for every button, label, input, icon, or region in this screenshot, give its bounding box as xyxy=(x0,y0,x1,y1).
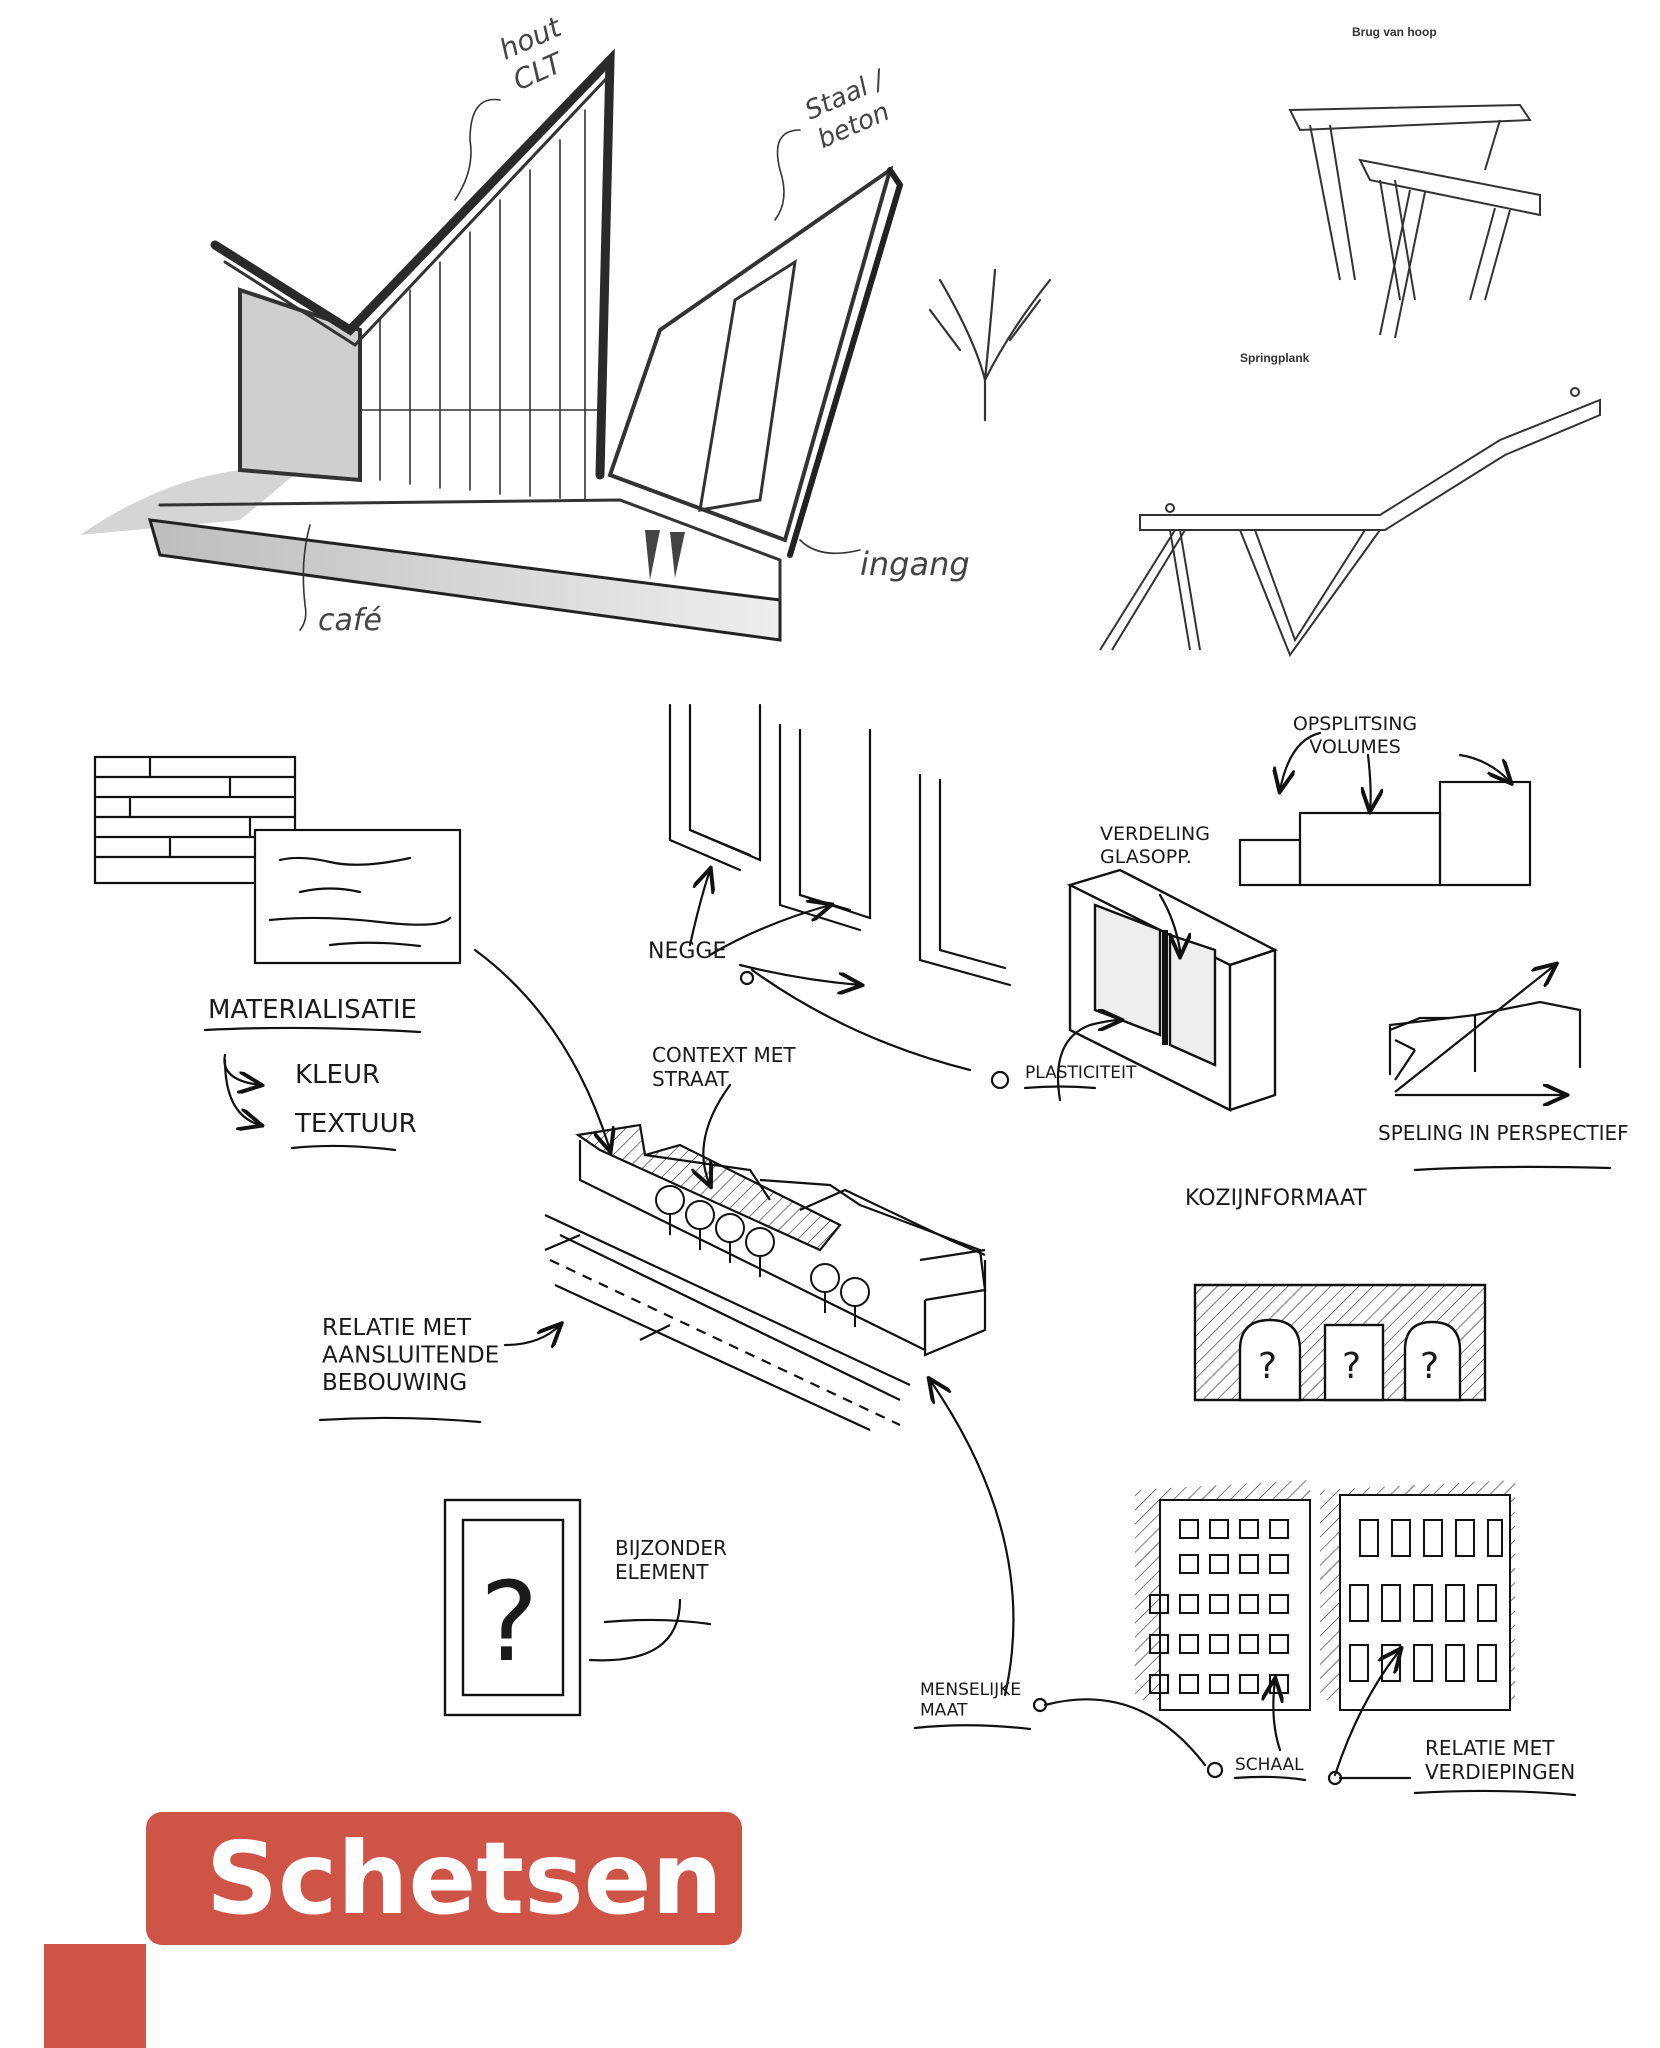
label-kozijnformaat: KOZIJNFORMAAT xyxy=(1185,1186,1367,1211)
svg-text:?: ? xyxy=(1342,1346,1361,1387)
street-context-sketch xyxy=(544,1123,987,1431)
window-sketch xyxy=(1066,868,1279,1112)
bridge-caption-bottom: Springplank xyxy=(1240,351,1310,365)
facade-scale-sketch xyxy=(1135,1480,1515,1711)
label-wood: houtCLT xyxy=(494,10,580,97)
svg-text:?: ? xyxy=(480,1558,538,1686)
bridge-render: Brug van hoop Springplank xyxy=(1099,25,1601,658)
label-schaal: SCHAAL xyxy=(1235,1755,1304,1775)
label-materialisatie: MATERIALISATIE xyxy=(208,995,417,1025)
special-element-sketch: ? xyxy=(443,1498,582,1717)
label-cafe: café xyxy=(318,603,382,638)
label-kleur: KLEUR xyxy=(295,1060,380,1090)
pavilion-labels: houtCLT Staal /beton café ingang xyxy=(318,10,970,638)
bridge-caption-top: Brug van hoop xyxy=(1352,25,1437,39)
label-speling: SPELING IN PERSPECTIEF xyxy=(1378,1121,1629,1145)
volumes-sketch xyxy=(1238,780,1532,887)
label-entrance: ingang xyxy=(860,545,970,583)
kozijn-sketch: ? ? ? xyxy=(1193,1283,1487,1402)
label-textuur: TEXTUUR xyxy=(294,1109,417,1139)
connector-arrows xyxy=(203,731,1612,1797)
perspective-sketch xyxy=(1388,965,1582,1095)
svg-text:?: ? xyxy=(1258,1346,1277,1387)
material-sketch xyxy=(93,755,462,965)
label-steel: Staal /beton xyxy=(801,64,905,155)
svg-text:?: ? xyxy=(1420,1346,1439,1387)
page-title: Schetsen xyxy=(146,1812,742,1945)
corner-accent-block xyxy=(44,1944,146,2048)
pavilion-sketch xyxy=(80,48,1052,642)
label-plasticiteit: PLASTICITEIT xyxy=(1025,1063,1137,1083)
label-negge: NEGGE xyxy=(648,939,726,964)
